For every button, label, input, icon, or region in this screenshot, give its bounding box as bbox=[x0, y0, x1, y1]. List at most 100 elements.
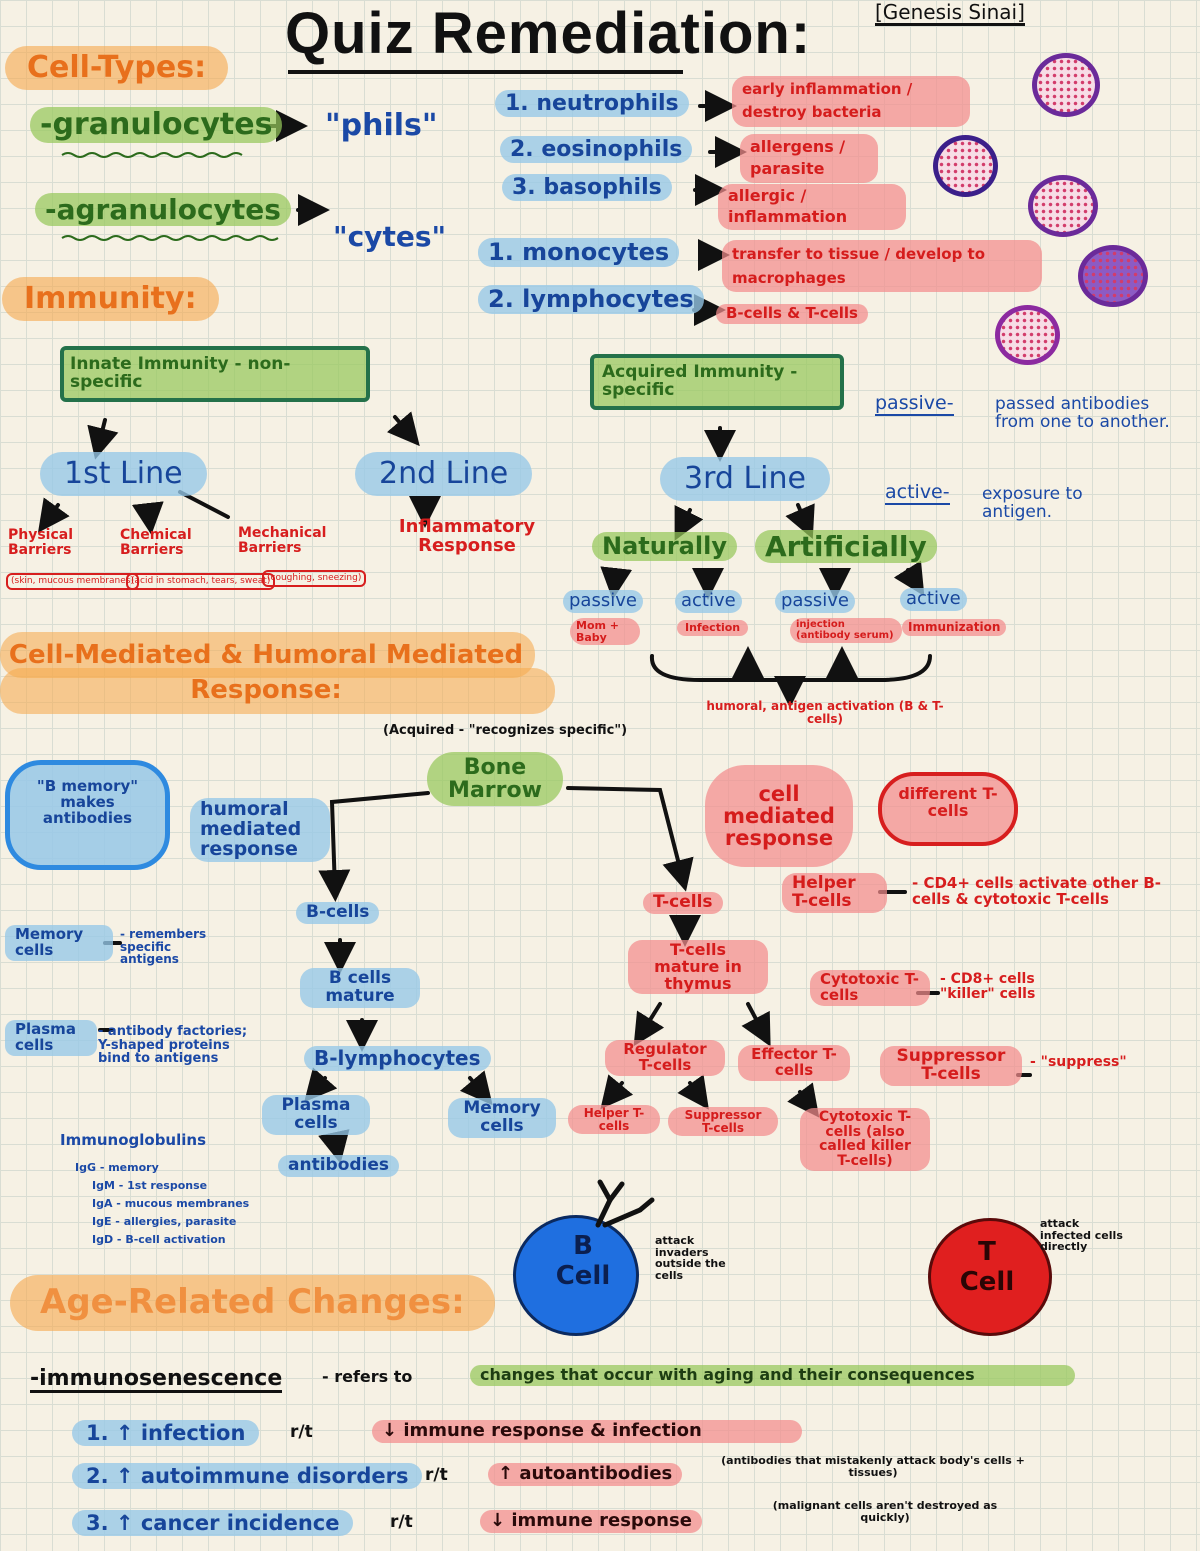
helper-t-cells-branch: Helper T-cells bbox=[568, 1105, 660, 1135]
age-row-3-note: (malignant cells aren't destroyed as qui… bbox=[772, 1499, 998, 1524]
eosinophils-label: 2. eosinophils bbox=[500, 136, 693, 164]
mechanical-barriers-examples: (coughing, sneezing) bbox=[262, 570, 367, 588]
ig-item: IgD - B-cell activation bbox=[92, 1233, 226, 1246]
active-note-text: exposure to antigen. bbox=[982, 484, 1083, 522]
neutrophil-icon bbox=[1032, 53, 1100, 117]
immunosenescence-label: -immunosenescence bbox=[30, 1367, 283, 1394]
ig-item: IgG - memory bbox=[75, 1161, 159, 1174]
cytotoxic-t-cells-branch: Cytotoxic T-cells (also called killer T-… bbox=[800, 1108, 930, 1171]
infection-label: Infection bbox=[677, 620, 749, 636]
plasma-cells-def-text: - antibody factories; Y-shaped proteins … bbox=[98, 1024, 248, 1067]
monocyte-icon bbox=[1078, 245, 1148, 307]
age-row-1-right: ↓ immune response & infection bbox=[372, 1420, 802, 1443]
second-line: 2nd Line bbox=[355, 452, 533, 496]
chemical-barriers: Chemical Barriers bbox=[120, 527, 192, 558]
neutrophils-desc: early inflammation / destroy bacteria bbox=[732, 76, 970, 127]
age-row-3-left: 3. ↑ cancer incidence bbox=[72, 1510, 354, 1537]
basophil-icon bbox=[1028, 175, 1098, 237]
naturally-label: Naturally bbox=[592, 532, 737, 562]
regulator-t-cells: Regulator T-cells bbox=[605, 1040, 725, 1076]
immunoglobulins-label: Immunoglobulins bbox=[60, 1131, 206, 1149]
mom-baby: Mom + Baby bbox=[570, 618, 640, 646]
chemical-barriers-examples: (acid in stomach, tears, sweat) bbox=[126, 573, 276, 591]
b-cells: B-cells bbox=[296, 902, 380, 924]
monocytes-label: 1. monocytes bbox=[478, 238, 680, 268]
physical-barriers: Physical Barriers bbox=[8, 527, 74, 558]
lymphocytes-label: 2. lymphocytes bbox=[478, 285, 704, 315]
bone-marrow: Bone Marrow bbox=[427, 752, 563, 807]
ig-item: IgM - 1st response bbox=[92, 1179, 208, 1192]
cytotoxic-def-label: Cytotoxic T-cells bbox=[810, 970, 930, 1006]
artificial-passive: passive bbox=[775, 590, 855, 613]
t-cell-illustration bbox=[928, 1218, 1052, 1336]
cell-mediated-response: cell mediated response bbox=[705, 765, 853, 868]
response-heading-highlight-2 bbox=[0, 668, 555, 714]
antigen-activation-note: humoral, antigen activation (B & T-cells… bbox=[706, 699, 944, 726]
natural-active: active bbox=[675, 590, 742, 613]
age-row-3-right: ↓ immune response bbox=[480, 1510, 702, 1533]
ig-item: IgE - allergies, parasite bbox=[92, 1215, 237, 1228]
passive-note-text: passed antibodies from one to another. bbox=[995, 394, 1170, 432]
b-cell-illustration-label: B Cell bbox=[555, 1231, 611, 1291]
memory-cells-def-text: - remembers specific antigens bbox=[120, 927, 207, 967]
row-number: 1. bbox=[86, 1421, 109, 1445]
suppressor-t-cells-branch: Suppressor T-cells bbox=[668, 1107, 778, 1137]
cytotoxic-def-text: - CD8+ cells "killer" cells bbox=[940, 971, 1036, 1002]
acquired-immunity-box: Acquired Immunity - specific bbox=[590, 354, 844, 410]
memory-cells-def-label: Memory cells bbox=[5, 925, 113, 961]
row-number: 2. bbox=[86, 1464, 109, 1488]
eosinophils-desc: allergens / parasite bbox=[740, 134, 878, 183]
row-condition: autoimmune disorders bbox=[140, 1464, 409, 1488]
phils-label: "phils" bbox=[325, 108, 438, 143]
definition-text: changes that occur with aging and their … bbox=[470, 1365, 1075, 1386]
t-cells-mature-thymus: T-cells mature in thymus bbox=[628, 940, 768, 995]
row-condition: infection bbox=[140, 1421, 246, 1445]
neutrophils-label: 1. neutrophils bbox=[495, 90, 689, 118]
row-condition: cancer incidence bbox=[140, 1511, 340, 1535]
cell-types-heading: Cell-Types: bbox=[5, 46, 229, 90]
immunization-label: Immunization bbox=[902, 619, 1007, 636]
author-name: [Genesis Sinai] bbox=[875, 0, 1025, 26]
cytes-label: "cytes" bbox=[333, 220, 447, 253]
monocytes-desc: transfer to tissue / develop to macropha… bbox=[722, 240, 1042, 292]
b-memory-cloud: "B memory" makes antibodies bbox=[5, 760, 170, 870]
b-lymphocytes: B-lymphocytes bbox=[304, 1046, 491, 1071]
effector-t-cells: Effector T-cells bbox=[738, 1045, 850, 1081]
ig-item: IgA - mucous membranes bbox=[92, 1197, 250, 1210]
granulocytes-label: -granulocytes bbox=[30, 107, 283, 143]
suppressor-def-label: Suppressor T-cells bbox=[880, 1046, 1022, 1086]
age-row-2-right: ↑ autoantibodies bbox=[488, 1463, 683, 1486]
t-cell-note: attack infected cells directly bbox=[1040, 1217, 1123, 1254]
age-row-2-note: (antibodies that mistakenly attack body'… bbox=[721, 1454, 1025, 1479]
lymphocyte-icon bbox=[995, 305, 1060, 365]
response-heading: Cell-Mediated & Humoral Mediated Respons… bbox=[8, 640, 524, 706]
physical-barriers-examples: (skin, mucous membranes) bbox=[6, 573, 139, 591]
helper-def-text: - CD4+ cells activate other B-cells & cy… bbox=[912, 874, 1162, 908]
third-line: 3rd Line bbox=[660, 457, 830, 501]
age-related-heading: Age-Related Changes: bbox=[10, 1275, 495, 1331]
agranulocytes-label: -agranulocytes bbox=[35, 193, 291, 227]
artificial-active: active bbox=[900, 588, 967, 611]
different-t-cells-cloud: different T-cells bbox=[878, 772, 1018, 846]
b-cell-illustration bbox=[513, 1215, 639, 1336]
antibodies: antibodies bbox=[278, 1155, 400, 1177]
b-cells-mature: B cells mature bbox=[300, 968, 420, 1008]
basophils-desc: allergic / inflammation bbox=[718, 184, 906, 230]
passive-note-label: passive- bbox=[875, 392, 954, 416]
innate-immunity-box: Innate Immunity - non-specific bbox=[60, 346, 370, 402]
b-cell-note: attack invaders outside the cells bbox=[655, 1234, 726, 1282]
increase-arrow-icon: ↑ bbox=[115, 1511, 134, 1535]
active-note-label: active- bbox=[885, 481, 950, 505]
page-title: Quiz Remediation: bbox=[285, 1, 812, 66]
age-row-1-left: 1. ↑ infection bbox=[72, 1420, 260, 1447]
related-to-2: r/t bbox=[425, 1465, 448, 1485]
title-underline bbox=[288, 70, 683, 74]
definition-lead: - refers to bbox=[322, 1367, 413, 1386]
row-number: 3. bbox=[86, 1511, 109, 1535]
related-to-3: r/t bbox=[390, 1512, 413, 1532]
injection-label: injection (antibody serum) bbox=[790, 618, 902, 643]
immunity-heading: Immunity: bbox=[2, 277, 219, 321]
plasma-cells-def-label: Plasma cells bbox=[5, 1020, 97, 1056]
inflammatory-response: Inflammatory Response bbox=[398, 516, 536, 556]
